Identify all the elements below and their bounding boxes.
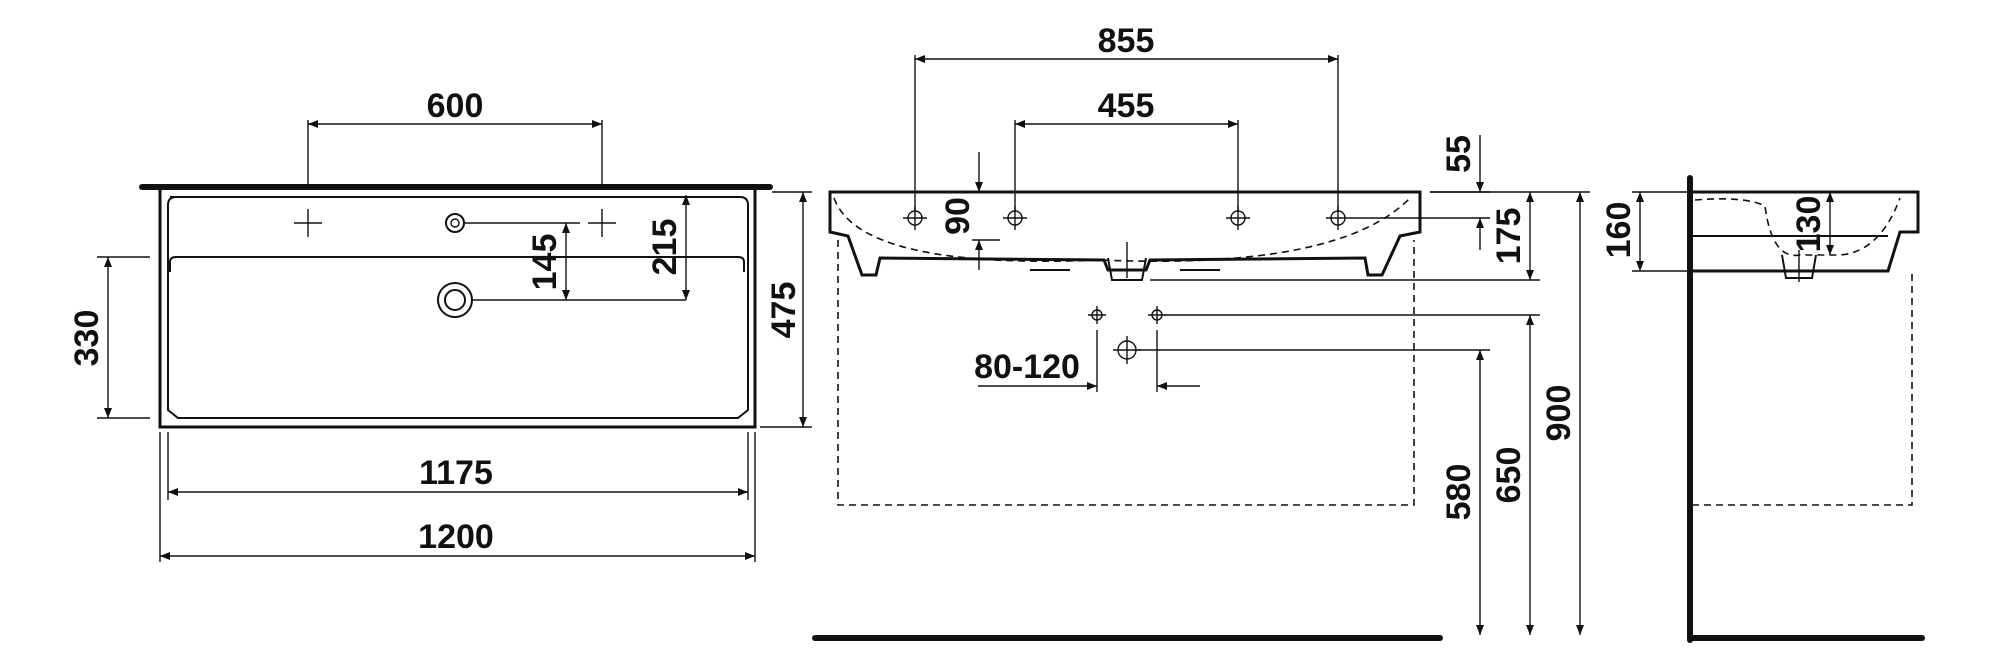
tap-cross-left [294, 209, 322, 237]
side-cabinet-hidden-outline [1692, 271, 1913, 506]
side-view: 160 130 [1600, 175, 1925, 643]
dim-130: 130 [1790, 196, 1828, 253]
dim-160: 160 [1600, 202, 1638, 259]
dim-455: 455 [1098, 87, 1155, 125]
waste-point [1113, 336, 1141, 364]
top-view: 600 330 145 215 475 1175 1200 [68, 87, 812, 562]
dim-55: 55 [1440, 135, 1478, 173]
basin-inner-outline [167, 196, 749, 419]
side-basin-profile [1692, 190, 1920, 273]
front-waste [1107, 257, 1147, 281]
supply-point-left [1088, 306, 1106, 324]
dim-215: 215 [646, 219, 684, 276]
front-basin-body [828, 190, 1422, 277]
dim-80-120: 80-120 [974, 348, 1080, 386]
dim-90: 90 [939, 197, 977, 235]
dim-475: 475 [765, 282, 803, 339]
dim-650: 650 [1490, 447, 1528, 504]
side-bowl-hidden-line [1694, 197, 1901, 257]
dim-900: 900 [1540, 385, 1578, 442]
cabinet-hidden-outline [837, 240, 1415, 506]
dim-175: 175 [1490, 208, 1528, 265]
tap-cross-right [588, 209, 616, 237]
front-bowl-hidden-line [833, 197, 1411, 263]
front-view: 855 455 90 55 175 900 [812, 22, 1590, 641]
dim-1175: 1175 [419, 454, 493, 492]
basin-outline [158, 189, 757, 429]
dim-1200: 1200 [418, 518, 494, 556]
dim-855: 855 [1098, 22, 1155, 60]
supply-point-right [1148, 306, 1166, 324]
dim-580: 580 [1440, 464, 1478, 521]
basin-shelf-line [169, 256, 745, 272]
waste-hole [437, 282, 686, 318]
dim-330: 330 [68, 310, 106, 367]
overflow-hole [445, 213, 580, 233]
dim-145: 145 [526, 234, 564, 291]
dim-600: 600 [427, 87, 484, 125]
